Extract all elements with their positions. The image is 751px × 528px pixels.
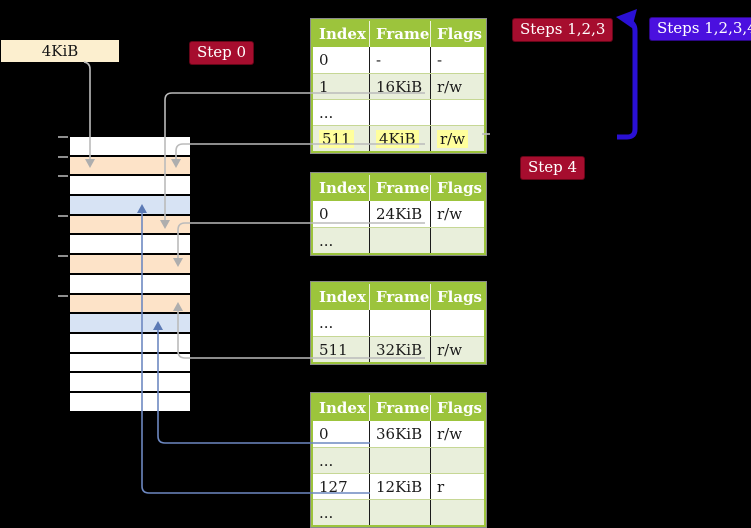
cell-flags xyxy=(430,500,484,525)
memory-row-2 xyxy=(70,176,190,195)
cell-frame xyxy=(369,228,430,253)
memory-row-10 xyxy=(70,333,190,352)
cell-flags: r/w xyxy=(430,74,484,99)
table-header-row: Index Frame Flags xyxy=(313,175,484,201)
highlighted-value: r/w xyxy=(437,129,469,148)
steps-1234-badge: Steps 1,2,3,4 xyxy=(649,17,751,41)
memory-row-4 xyxy=(70,215,190,234)
cell-flags xyxy=(430,448,484,473)
page-table-1: Index Frame Flags 0 - - 1 16KiB r/w ... … xyxy=(311,19,486,153)
memory-row-8 xyxy=(70,294,190,313)
column-header-index: Index xyxy=(319,399,366,417)
table-header-row: Index Frame Flags xyxy=(313,284,484,310)
memory-row-12 xyxy=(70,373,190,391)
column-header-index: Index xyxy=(319,288,366,306)
cell-index: 127 xyxy=(319,477,348,496)
cell-index: ... xyxy=(319,314,334,332)
cell-frame xyxy=(369,500,430,525)
page-table-3: Index Frame Flags ... 511 32KiB r/w xyxy=(311,282,486,364)
memory-tick xyxy=(58,215,68,217)
table-row: 511 32KiB r/w xyxy=(313,336,484,362)
frame-size-label: 4KiB xyxy=(1,40,119,62)
cell-flags: - xyxy=(430,47,484,73)
steps-123-badge: Steps 1,2,3 xyxy=(512,18,614,42)
cell-frame: 16KiB xyxy=(369,74,430,99)
table-row: 127 12KiB r xyxy=(313,473,484,499)
column-header-flags: Flags xyxy=(430,21,484,47)
cell-index: 511 xyxy=(313,126,369,151)
cell-index: 0 xyxy=(319,205,329,223)
big-arrowhead-left-icon xyxy=(616,9,637,28)
cell-frame xyxy=(369,310,430,336)
page-table-4: Index Frame Flags 0 36KiB r/w ... 127 12… xyxy=(311,393,486,527)
step-4-badge: Step 4 xyxy=(520,156,586,180)
memory-tick xyxy=(58,156,68,158)
column-header-index: Index xyxy=(319,25,366,43)
cell-frame xyxy=(369,448,430,473)
table-header-row: Index Frame Flags xyxy=(313,395,484,421)
cell-index: 1 xyxy=(319,77,329,96)
memory-row-3 xyxy=(70,196,190,214)
cell-flags: r/w xyxy=(430,201,484,227)
table-row: ... xyxy=(313,447,484,473)
column-header-flags: Flags xyxy=(430,284,484,310)
highlighted-value: 4KiB xyxy=(376,129,419,148)
cell-frame: 24KiB xyxy=(369,201,430,227)
cell-index: ... xyxy=(319,231,334,250)
memory-row-1 xyxy=(70,156,190,175)
memory-row-7 xyxy=(70,274,190,293)
table-row: 0 - - xyxy=(313,47,484,73)
cell-index: 0 xyxy=(319,51,329,69)
table-row-highlighted: 511 4KiB r/w xyxy=(313,125,484,151)
memory-row-9 xyxy=(70,314,190,332)
cell-flags: r xyxy=(430,474,484,499)
cell-index: ... xyxy=(319,451,334,470)
highlighted-value: 511 xyxy=(319,129,354,148)
table-header-row: Index Frame Flags xyxy=(313,21,484,47)
cell-flags xyxy=(430,228,484,253)
memory-tick xyxy=(58,175,68,177)
memory-row-0 xyxy=(70,137,190,155)
memory-row-11 xyxy=(70,353,190,372)
column-header-frame: Frame xyxy=(369,395,430,421)
table-row: 0 36KiB r/w xyxy=(313,421,484,447)
cell-frame: 4KiB xyxy=(369,126,430,151)
table-row: ... xyxy=(313,499,484,525)
column-header-flags: Flags xyxy=(430,175,484,201)
memory-tick xyxy=(58,136,68,138)
physical-memory-column xyxy=(70,137,190,413)
column-header-flags: Flags xyxy=(430,395,484,421)
cell-flags: r/w xyxy=(430,421,484,447)
cell-frame: 32KiB xyxy=(369,337,430,362)
table-row: 1 16KiB r/w xyxy=(313,73,484,99)
memory-tick xyxy=(58,255,68,257)
cell-flags xyxy=(430,310,484,336)
table-row: ... xyxy=(313,227,484,253)
memory-row-13 xyxy=(70,392,190,411)
page-table-2: Index Frame Flags 0 24KiB r/w ... xyxy=(311,173,486,255)
memory-row-5 xyxy=(70,235,190,254)
column-header-frame: Frame xyxy=(369,21,430,47)
cell-frame: 12KiB xyxy=(369,474,430,499)
table-row: ... xyxy=(313,99,484,125)
big-loop-arrow xyxy=(617,19,638,140)
cell-flags: r/w xyxy=(430,126,484,151)
cell-flags xyxy=(430,100,484,125)
cell-index: ... xyxy=(319,103,334,122)
memory-tick xyxy=(58,295,68,297)
cell-index: ... xyxy=(319,503,334,522)
cell-index: 511 xyxy=(319,340,348,359)
cell-frame: - xyxy=(369,47,430,73)
cell-frame: 36KiB xyxy=(369,421,430,447)
column-header-index: Index xyxy=(319,179,366,197)
step-0-badge: Step 0 xyxy=(189,41,255,65)
cell-flags: r/w xyxy=(430,337,484,362)
column-header-frame: Frame xyxy=(369,175,430,201)
column-header-frame: Frame xyxy=(369,284,430,310)
cell-index: 0 xyxy=(319,425,329,443)
table-row: ... xyxy=(313,310,484,336)
memory-row-6 xyxy=(70,255,190,273)
cell-frame xyxy=(369,100,430,125)
table-row: 0 24KiB r/w xyxy=(313,201,484,227)
